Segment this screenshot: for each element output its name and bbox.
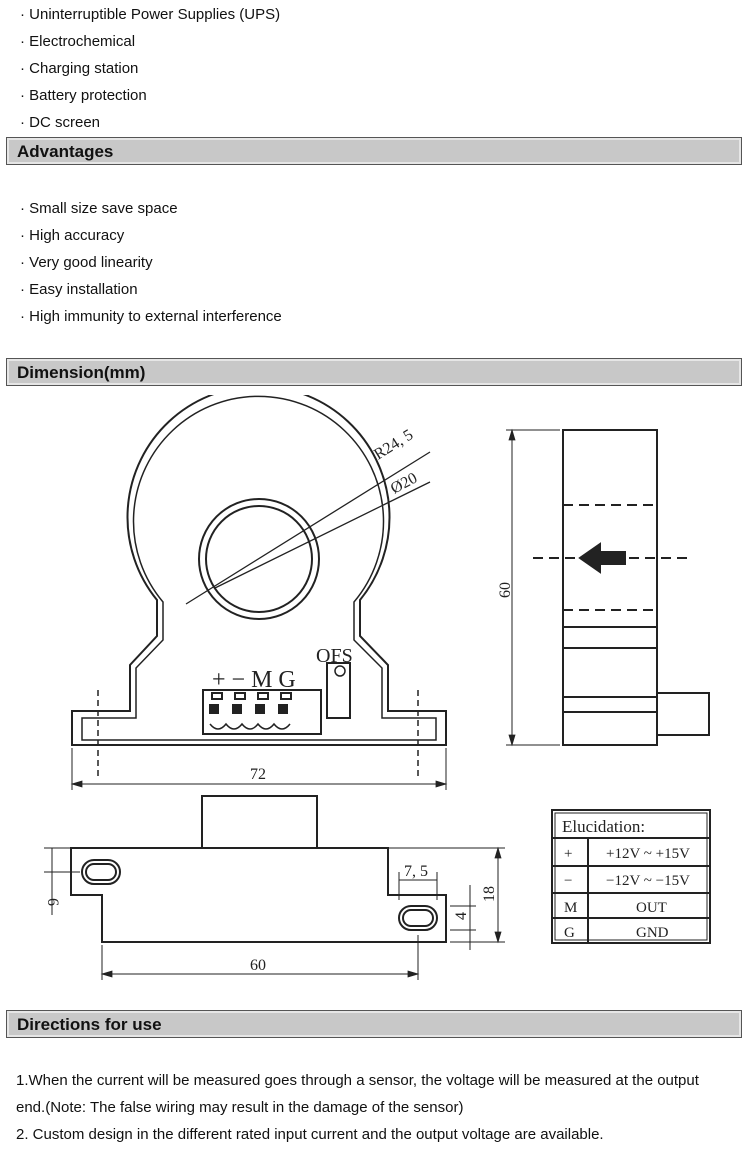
- list-item: · High immunity to external interference: [20, 308, 282, 325]
- pin-m: M: [564, 900, 577, 916]
- list-item: · Small size save space: [20, 200, 178, 217]
- ofs-trimmer: [326, 662, 351, 719]
- slot-offset-label: 7, 5: [404, 863, 428, 880]
- directions-line: end.(Note: The false wiring may result i…: [16, 1099, 464, 1116]
- elucidation-table: [551, 809, 711, 944]
- section-title: Advantages: [17, 142, 114, 161]
- list-item: · Uninterruptible Power Supplies (UPS): [20, 6, 281, 23]
- section-title: Dimension(mm): [17, 363, 146, 382]
- list-item: · Battery protection: [20, 87, 147, 104]
- ofs-label: OFS: [316, 645, 353, 667]
- bottom-view-boss: [201, 795, 318, 849]
- diameter-label: Ø20: [388, 470, 420, 498]
- list-item: · Very good linearity: [20, 254, 153, 271]
- bottom-view-outline: [70, 847, 447, 943]
- list-item: · High accuracy: [20, 227, 125, 244]
- advantages-header: Advantages: [6, 137, 742, 165]
- total-height-label: 18: [481, 886, 498, 902]
- pin-g-desc: GND: [636, 925, 669, 941]
- right-hole-label: 4: [453, 912, 470, 920]
- pin-m-desc: OUT: [636, 900, 667, 916]
- front-view-outline: [71, 395, 447, 746]
- sensor-hole: [198, 498, 320, 620]
- list-item: · Easy installation: [20, 281, 138, 298]
- left-hole-label: 6: [44, 898, 61, 906]
- side-view: [562, 429, 658, 746]
- terminal-labels: + − M G: [212, 667, 296, 693]
- elucidation-title: Elucidation:: [562, 817, 645, 836]
- list-item: · Charging station: [20, 60, 139, 77]
- radius-label: R24, 5: [371, 426, 416, 463]
- list-item: · Electrochemical: [20, 33, 136, 50]
- height-side-label: 60: [497, 582, 514, 598]
- pin-plus-desc: +12V ~ +15V: [606, 846, 690, 862]
- directions-header: Directions for use: [6, 1010, 742, 1038]
- current-direction-arrow: [578, 542, 626, 574]
- directions-line: 2. Custom design in the different rated …: [16, 1126, 604, 1143]
- pin-minus-desc: −12V ~ −15V: [606, 873, 690, 889]
- pin-plus: +: [564, 846, 572, 862]
- terminal-block: [202, 689, 322, 735]
- width-bottom-label: 60: [250, 957, 266, 974]
- section-title: Directions for use: [17, 1015, 162, 1034]
- list-item: · DC screen: [20, 114, 101, 131]
- dimension-header: Dimension(mm): [6, 358, 742, 386]
- pin-g: G: [564, 925, 575, 941]
- pin-minus: −: [564, 873, 572, 889]
- dimension-drawing: R24, 5 Ø20 + − M G OFS 72 60 60 7, 5 6 4…: [44, 395, 711, 980]
- directions-line: 1.When the current will be measured goes…: [16, 1072, 699, 1089]
- width-front-label: 72: [250, 766, 266, 783]
